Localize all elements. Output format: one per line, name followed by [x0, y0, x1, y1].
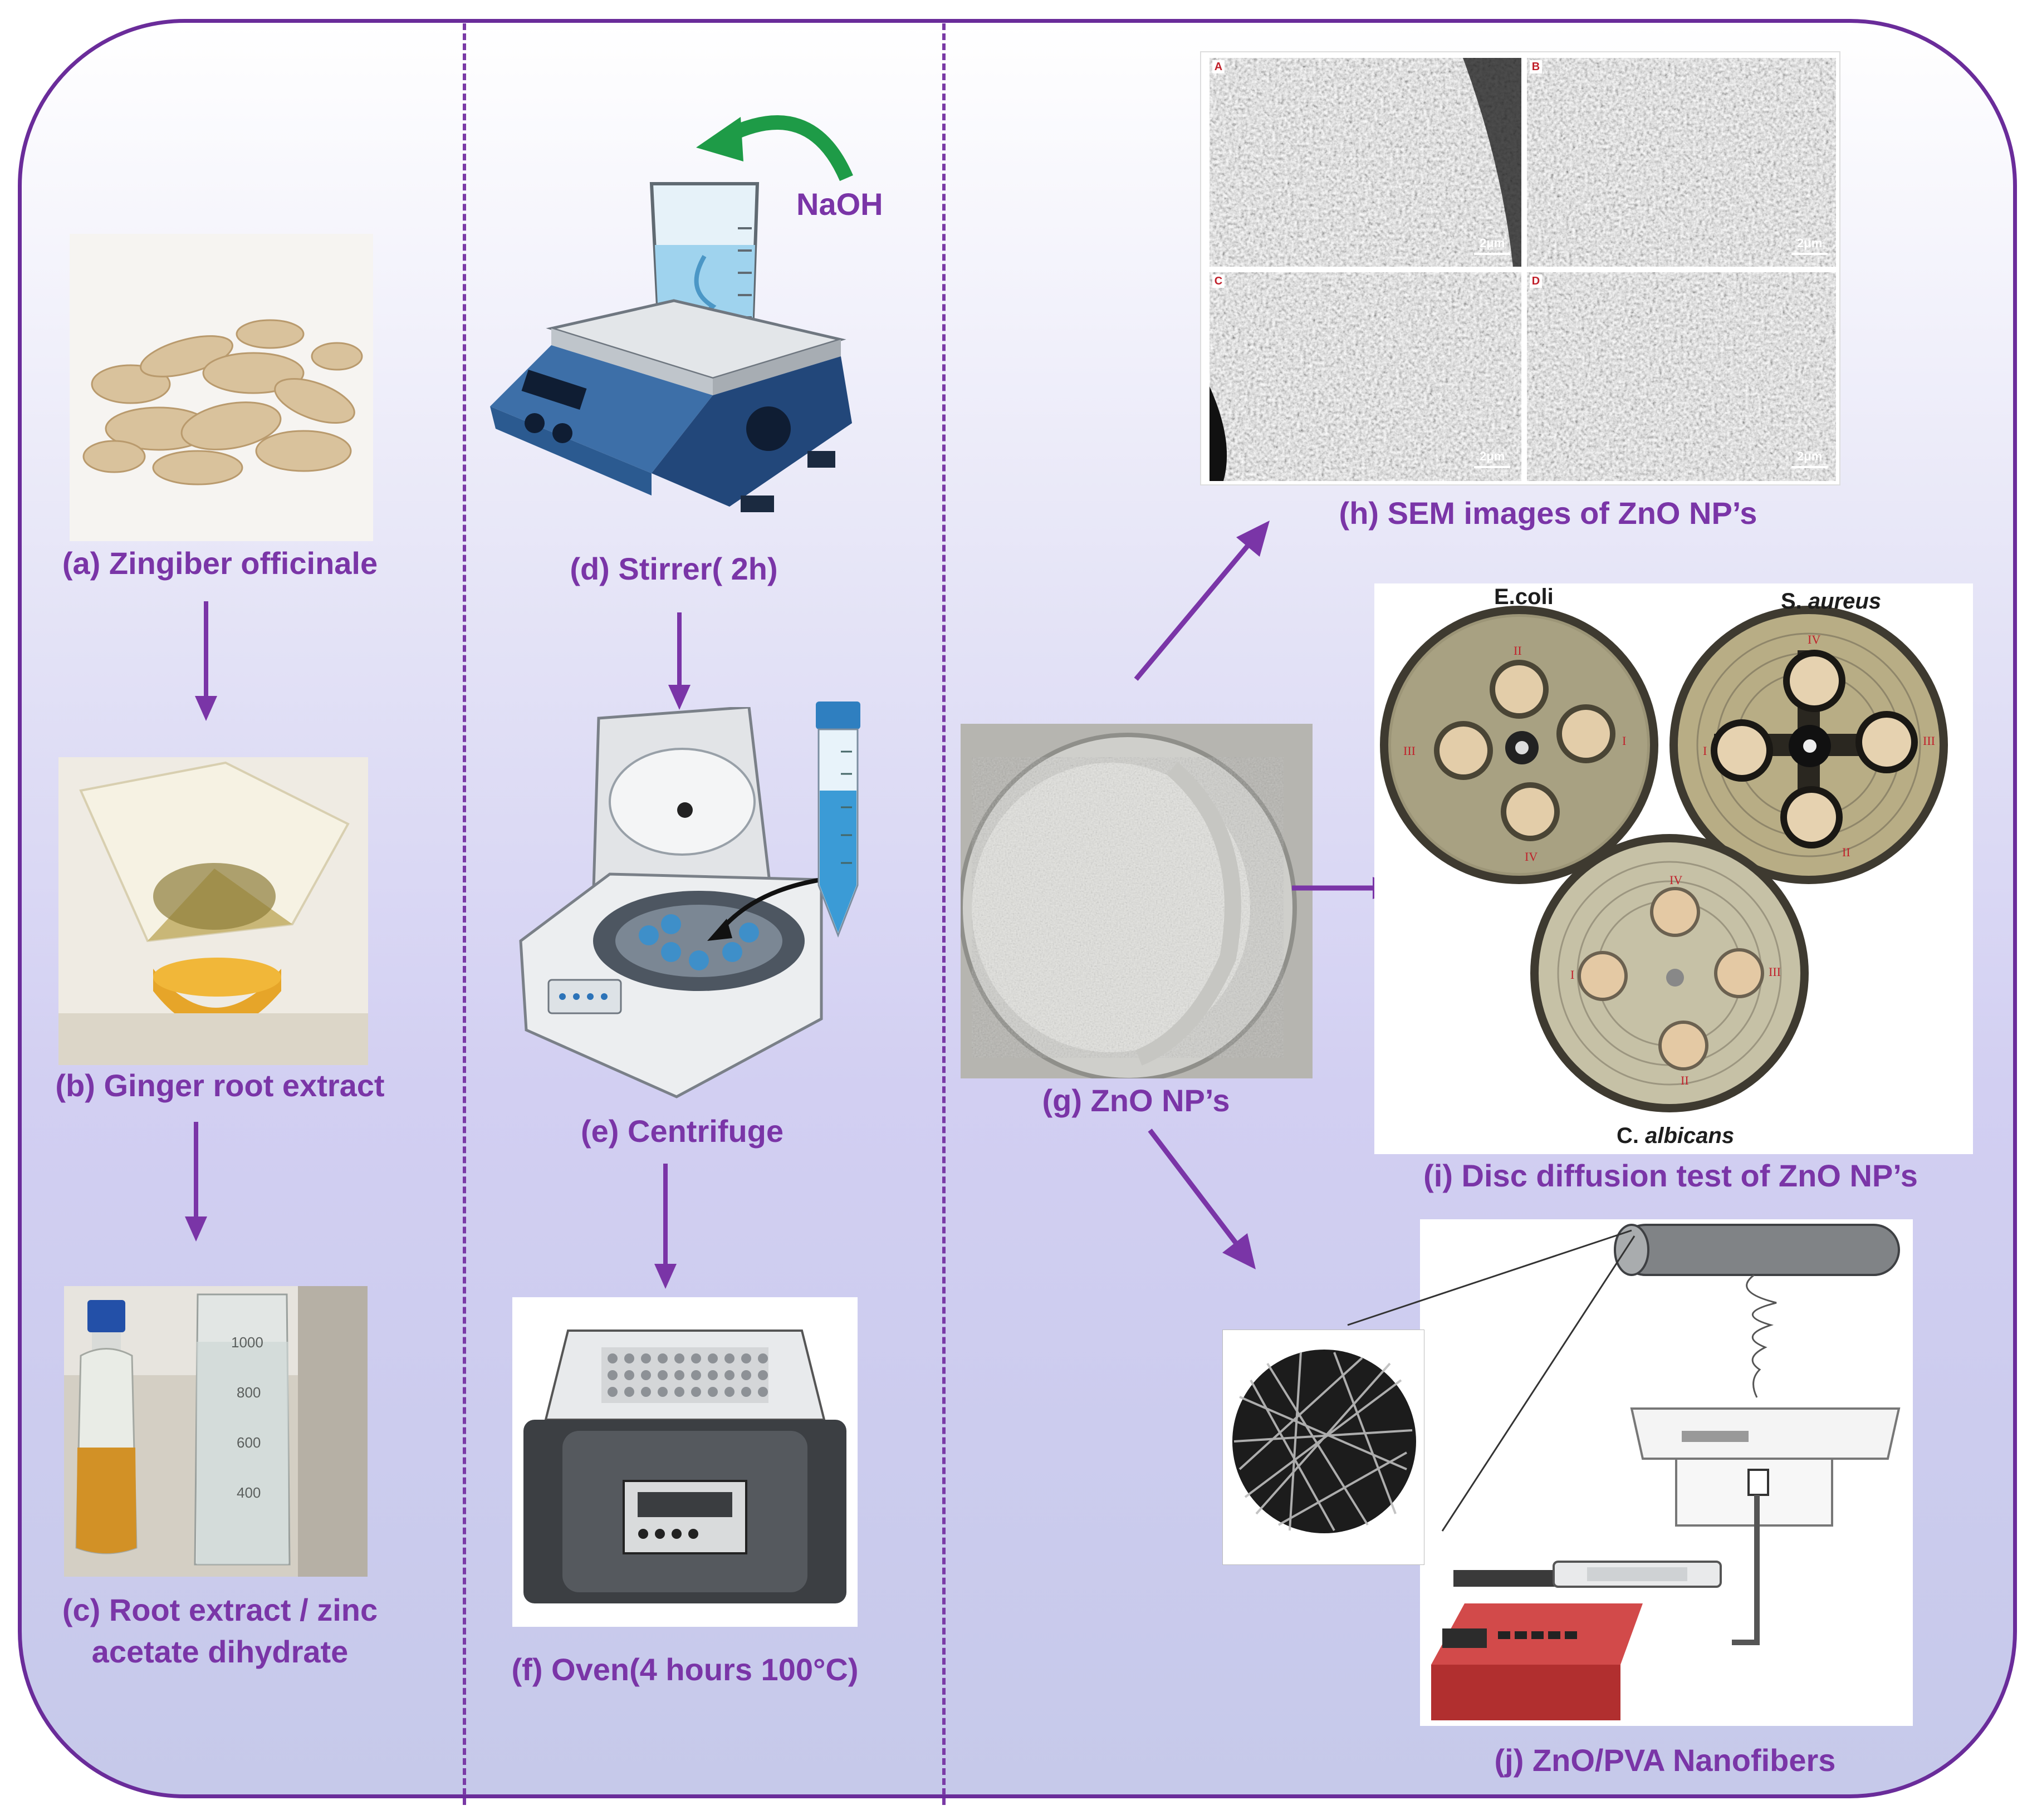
beaker-mark-800: 800	[237, 1384, 261, 1401]
sem-scale-c: 2μm	[1480, 449, 1505, 463]
step-g-label: (g) ZnO NP’s	[1042, 1083, 1230, 1118]
disc-mark-calbicans-ii: II	[1681, 1073, 1689, 1087]
disc-mark-saureus-ii: II	[1842, 845, 1850, 859]
sem-scale-d: 2μm	[1797, 449, 1823, 463]
step-e-label: (e) Centrifuge	[581, 1113, 784, 1149]
step-c-label-line2: acetate dihydrate	[91, 1634, 349, 1669]
nanofiber-micrograph	[1222, 1330, 1424, 1565]
sem-scale-b: 2μm	[1797, 236, 1823, 250]
petri-dish-calbicans	[1530, 834, 1809, 1112]
step-i-label: (i) Disc diffusion test of ZnO NP’s	[1423, 1158, 1918, 1193]
sem-micrograph-b	[1527, 58, 1836, 267]
disc-mark-saureus-i: I	[1703, 744, 1707, 758]
naoh-arrow	[696, 115, 853, 181]
arrow-b-to-c	[185, 1122, 207, 1242]
sem-image-panel: A B C D 2μm 2μm 2μm 2μm	[1200, 51, 1840, 485]
filter-photo	[58, 757, 368, 1065]
step-f-label: (f) Oven(4 hours 100°C)	[511, 1652, 859, 1687]
electrospinning-setup-icon	[1420, 1219, 1913, 1726]
zoom-lines	[1347, 1229, 1636, 1532]
step-a-label: (a) Zingiber officinale	[62, 546, 378, 581]
step-d-label: (d) Stirrer( 2h)	[570, 551, 778, 586]
sem-scale-a: 2μm	[1480, 236, 1505, 250]
sem-letter-b: B	[1530, 60, 1542, 73]
flask-beaker-photo: 1000 800 600 400	[64, 1286, 368, 1577]
ginger-photo	[70, 234, 373, 541]
petri-dish-saureus	[1669, 606, 1948, 884]
sem-micrograph-c	[1210, 272, 1521, 481]
column-divider-2	[942, 23, 946, 1805]
syringe-pump-icon	[1431, 1561, 1722, 1720]
disc-mark-calbicans-iii: III	[1769, 965, 1781, 979]
disc-mark-saureus-iii: III	[1923, 734, 1935, 748]
arrow-e-to-f	[654, 1164, 677, 1289]
oven-icon	[512, 1297, 858, 1627]
step-j-label: (j) ZnO/PVA Nanofibers	[1494, 1743, 1836, 1778]
sem-micrograph-a	[1210, 58, 1521, 267]
disc-diffusion-panel: II I III IV IV III I II IV III I II E.co…	[1374, 583, 1973, 1154]
hotplate-stirrer-icon	[490, 182, 852, 512]
step-b-label: (b) Ginger root extract	[55, 1068, 385, 1103]
disc-mark-calbicans-iv: IV	[1669, 873, 1682, 887]
saureus-label: S. aureus	[1781, 589, 1882, 614]
petri-dish-ecoli	[1380, 606, 1658, 884]
arrow-d-to-e	[668, 612, 691, 710]
sem-letter-d: D	[1530, 274, 1542, 288]
zno-powder-photo	[961, 724, 1313, 1078]
disc-mark-saureus-iv: IV	[1808, 632, 1820, 646]
ecoli-label: E.coli	[1494, 585, 1554, 609]
disc-mark-ecoli-iv: IV	[1525, 850, 1538, 864]
beaker-mark-600: 600	[237, 1434, 261, 1451]
centrifuge-icon	[519, 707, 823, 1098]
arrow-g-to-h	[1134, 521, 1270, 681]
sem-micrograph-d	[1527, 272, 1836, 481]
disc-mark-ecoli-i: I	[1622, 734, 1626, 748]
step-c-label-line1: (c) Root extract / zinc	[62, 1592, 378, 1627]
arrow-a-to-b	[195, 601, 217, 721]
beaker-mark-400: 400	[237, 1484, 261, 1501]
naoh-label: NaOH	[796, 187, 883, 222]
sem-letter-a: A	[1212, 60, 1225, 73]
disc-mark-ecoli-iii: III	[1403, 744, 1416, 758]
calbicans-label: C. albicans	[1617, 1124, 1735, 1148]
falcon-tube-icon	[816, 701, 860, 938]
arrow-g-to-j	[1148, 1129, 1256, 1269]
disc-mark-calbicans-i: I	[1570, 968, 1574, 982]
column-divider-1	[463, 23, 466, 1805]
beaker-mark-1000: 1000	[231, 1334, 263, 1351]
step-h-label: (h) SEM images of ZnO NP’s	[1339, 496, 1757, 531]
sem-letter-c: C	[1212, 274, 1225, 288]
disc-mark-ecoli-ii: II	[1514, 644, 1522, 658]
